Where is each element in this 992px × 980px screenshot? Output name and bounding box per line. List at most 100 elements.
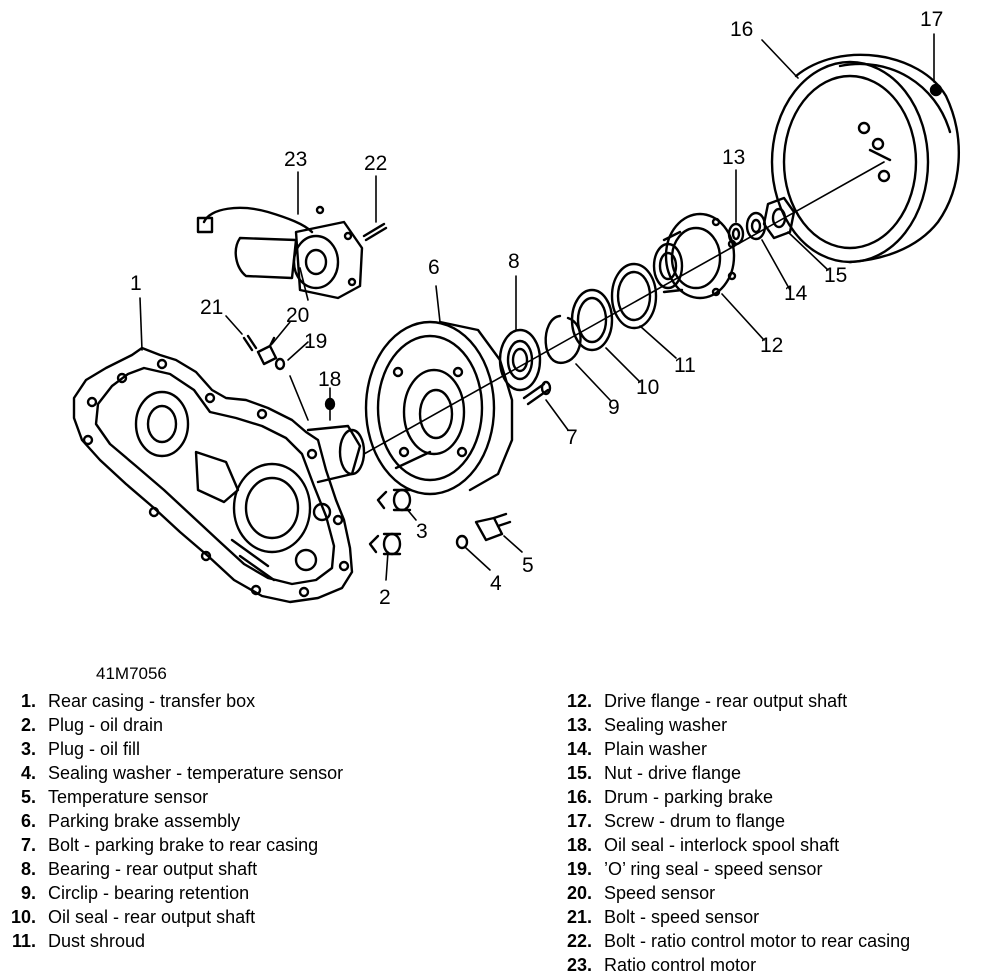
callout-2: 2 — [379, 586, 391, 609]
legend-text: Plug - oil drain — [48, 715, 164, 735]
part-ratio-control-motor — [196, 206, 364, 300]
legend-item: 10.Oil seal - rear output shaft — [0, 905, 343, 929]
part-drive-flange — [652, 212, 737, 300]
callout-3: 3 — [416, 520, 428, 543]
legend-item: 9. Circlip - bearing retention — [0, 881, 343, 905]
assembly-axis-lines — [289, 161, 885, 455]
legend-number: 19. — [566, 859, 592, 879]
legend-text: Drive flange - rear output shaft — [604, 691, 848, 711]
part-plain-washer — [745, 211, 767, 241]
legend-number: 16. — [566, 787, 592, 807]
legend-number: 21. — [566, 907, 592, 927]
callout-18: 18 — [318, 368, 341, 391]
callout-15: 15 — [824, 264, 847, 287]
legend-text: Circlip - bearing retention — [48, 883, 250, 903]
part-circlip — [544, 314, 582, 364]
callout-11: 11 — [674, 354, 696, 377]
legend-item: 2.Plug - oil drain — [0, 713, 343, 737]
part-plug-oil-drain — [368, 532, 402, 556]
callout-23: 23 — [284, 148, 307, 171]
legend-text: ’O’ ring seal - speed sensor — [604, 859, 823, 879]
legend-text: Oil seal - interlock spool shaft — [604, 835, 840, 855]
legend-item: 5. Temperature sensor — [0, 785, 343, 809]
legend-number: 14. — [566, 739, 592, 759]
legend-item: 14. Plain washer — [556, 737, 910, 761]
legend-number: 13. — [566, 715, 592, 735]
callout-5: 5 — [522, 554, 534, 577]
callout-22: 22 — [364, 152, 387, 175]
legend-item: 20. Speed sensor — [556, 881, 910, 905]
legend-text: Screw - drum to flange — [604, 811, 786, 831]
legend-number: 22. — [566, 931, 592, 951]
legend-text: Plug - oil fill — [48, 739, 141, 759]
legend-text: Bearing - rear output shaft — [48, 859, 258, 879]
legend-number: 8. — [20, 859, 36, 879]
legend-text: Temperature sensor — [48, 787, 209, 807]
legend-text: Sealing washer - temperature sensor — [48, 763, 344, 783]
legend-item: 17. Screw - drum to flange — [556, 809, 910, 833]
callout-17: 17 — [920, 8, 943, 31]
part-plug-oil-fill — [376, 488, 412, 512]
callout-4: 4 — [490, 572, 502, 595]
callout-13: 13 — [722, 146, 745, 169]
part-bolt-parking-brake — [522, 380, 552, 406]
part-parking-brake-assembly — [364, 320, 514, 496]
legend-number: 20. — [566, 883, 592, 903]
callout-7: 7 — [566, 426, 578, 449]
legend-item: 8. Bearing - rear output shaft — [0, 857, 343, 881]
callout-1: 1 — [130, 272, 142, 295]
legend-number: 18. — [566, 835, 592, 855]
callout-19: 19 — [304, 330, 327, 353]
legend-number: 3. — [20, 739, 36, 759]
part-rear-casing — [72, 346, 366, 604]
part-sealing-washer — [727, 222, 745, 246]
legend-number: 7. — [20, 835, 36, 855]
legend-text: Speed sensor — [604, 883, 716, 903]
callout-labels: 1 2 3 4 5 6 7 8 9 10 11 12 13 14 15 16 1… — [130, 8, 943, 609]
part-dust-shroud — [610, 262, 658, 330]
callout-10: 10 — [636, 376, 659, 399]
part-temperature-sensor — [455, 512, 512, 550]
legend-text: Bolt - parking brake to rear casing — [48, 835, 319, 855]
parts-legend-left: 1. Rear casing - transfer box 2.Plug - oi… — [0, 689, 343, 953]
legend-item: 13.Sealing washer — [556, 713, 910, 737]
legend-text: Rear casing - transfer box — [48, 691, 256, 711]
legend-item: 18. Oil seal - interlock spool shaft — [556, 833, 910, 857]
legend-item: 4. Sealing washer - temperature sensor — [0, 761, 343, 785]
legend-item: 19. ’O’ ring seal - speed sensor — [556, 857, 910, 881]
legend-text: Plain washer — [604, 739, 708, 759]
callout-20: 20 — [286, 304, 309, 327]
part-oil-seal-rear-output — [570, 288, 614, 352]
callout-21: 21 — [200, 296, 223, 319]
callout-8: 8 — [508, 250, 520, 273]
legend-item: 21. Bolt - speed sensor — [556, 905, 910, 929]
exploded-parts-diagram: 1 2 3 4 5 6 7 8 9 10 11 12 13 14 15 16 1… — [72, 8, 960, 609]
legend-text: Nut - drive flange — [604, 763, 742, 783]
part-speed-sensor — [256, 336, 278, 366]
callout-14: 14 — [784, 282, 808, 305]
legend-item: 22. Bolt - ratio control motor to rear ca… — [556, 929, 910, 953]
legend-item: 3. Plug - oil fill — [0, 737, 343, 761]
legend-number: 5. — [20, 787, 36, 807]
legend-text: Bolt - ratio control motor to rear casin… — [604, 931, 911, 951]
legend-number: 23. — [566, 955, 592, 975]
legend-text: Parking brake assembly — [48, 811, 241, 831]
figure-reference-code: 41M7056 — [96, 664, 167, 683]
part-brake-drum — [770, 53, 960, 264]
part-bolt-speed-sensor — [242, 334, 258, 352]
callout-leader-lines — [139, 33, 935, 581]
callout-9: 9 — [608, 396, 620, 419]
legend-text: Bolt - speed sensor — [604, 907, 760, 927]
legend-item: 23. Ratio control motor — [556, 953, 910, 977]
legend-number: 4. — [20, 763, 36, 783]
parts-legend-right: 12.Drive flange - rear output shaft 13.S… — [556, 689, 910, 977]
legend-text: Oil seal - rear output shaft — [48, 907, 256, 927]
legend-number: 11. — [11, 931, 36, 951]
part-bearing-rear-output-shaft — [498, 328, 542, 392]
legend-text: Ratio control motor — [604, 955, 757, 975]
part-o-ring-speed-sensor — [274, 357, 286, 371]
callout-12: 12 — [760, 334, 783, 357]
legend-number: 17. — [566, 811, 592, 831]
legend-number: 1. — [20, 691, 36, 711]
legend-number: 9. — [20, 883, 36, 903]
